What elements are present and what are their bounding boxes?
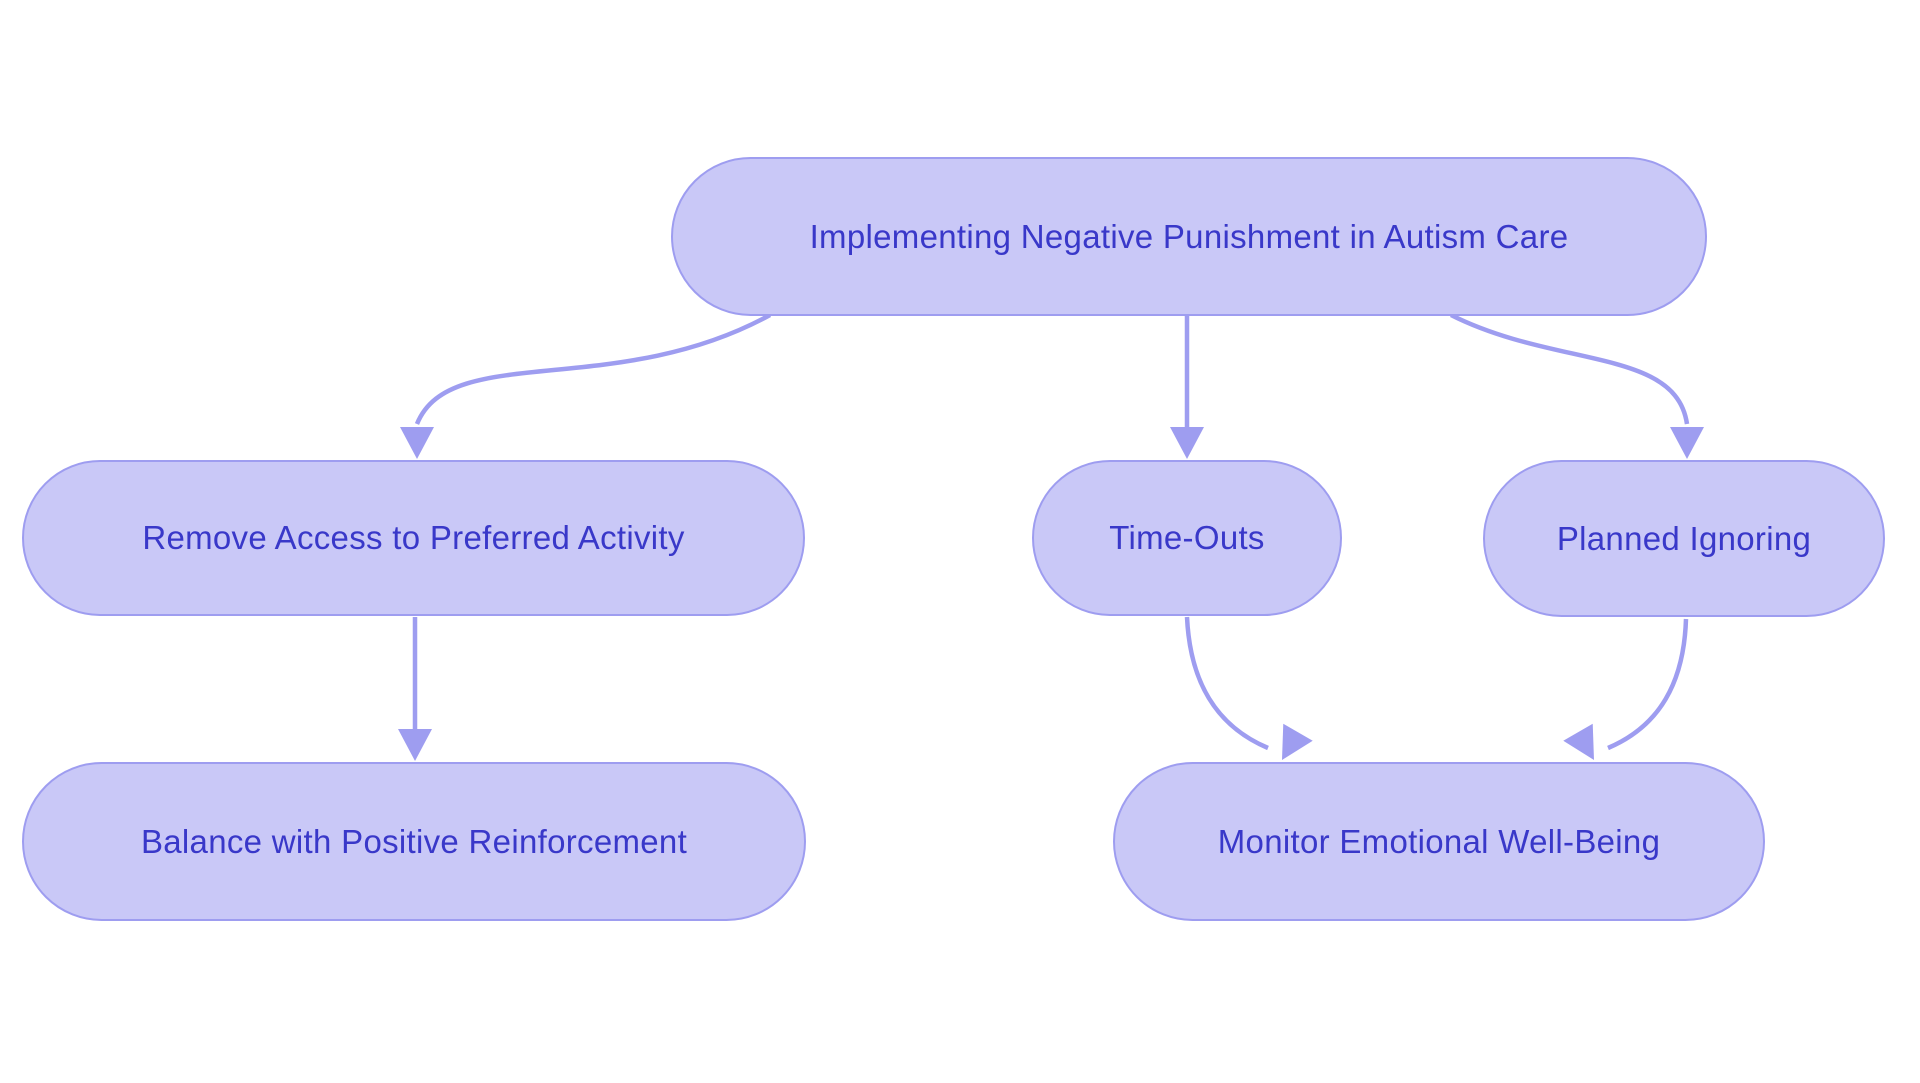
- node-balance-positive-reinforcement-label: Balance with Positive Reinforcement: [140, 822, 688, 860]
- arrowhead-root-timeouts: [1170, 427, 1204, 459]
- node-time-outs-label: Time-Outs: [1109, 519, 1265, 556]
- arrowhead-root-planned: [1670, 427, 1704, 459]
- edge-root-planned: [1449, 312, 1690, 425]
- arrowhead-remove-balance: [398, 729, 432, 761]
- arrowhead-planned-monitor: [1563, 723, 1594, 760]
- node-monitor-well-being-label: Monitor Emotional Well-Being: [1217, 822, 1661, 860]
- arrowhead-root-remove: [400, 427, 434, 459]
- arrowhead-timeouts-monitor: [1282, 723, 1313, 760]
- edge-planned-monitor: [1607, 618, 1689, 751]
- node-remove-access: Remove Access to Preferred Activity: [22, 460, 805, 616]
- node-time-outs: Time-Outs: [1032, 460, 1342, 616]
- node-monitor-well-being: Monitor Emotional Well-Being: [1113, 762, 1765, 921]
- edge-root-remove: [414, 313, 772, 425]
- node-root-label: Implementing Negative Punishment in Auti…: [809, 217, 1569, 255]
- edge-timeouts-monitor: [1184, 616, 1269, 751]
- node-balance-positive-reinforcement: Balance with Positive Reinforcement: [22, 762, 806, 921]
- node-planned-ignoring: Planned Ignoring: [1483, 460, 1885, 617]
- node-planned-ignoring-label: Planned Ignoring: [1556, 519, 1812, 557]
- node-remove-access-label: Remove Access to Preferred Activity: [142, 519, 685, 556]
- node-root: Implementing Negative Punishment in Auti…: [671, 157, 1707, 316]
